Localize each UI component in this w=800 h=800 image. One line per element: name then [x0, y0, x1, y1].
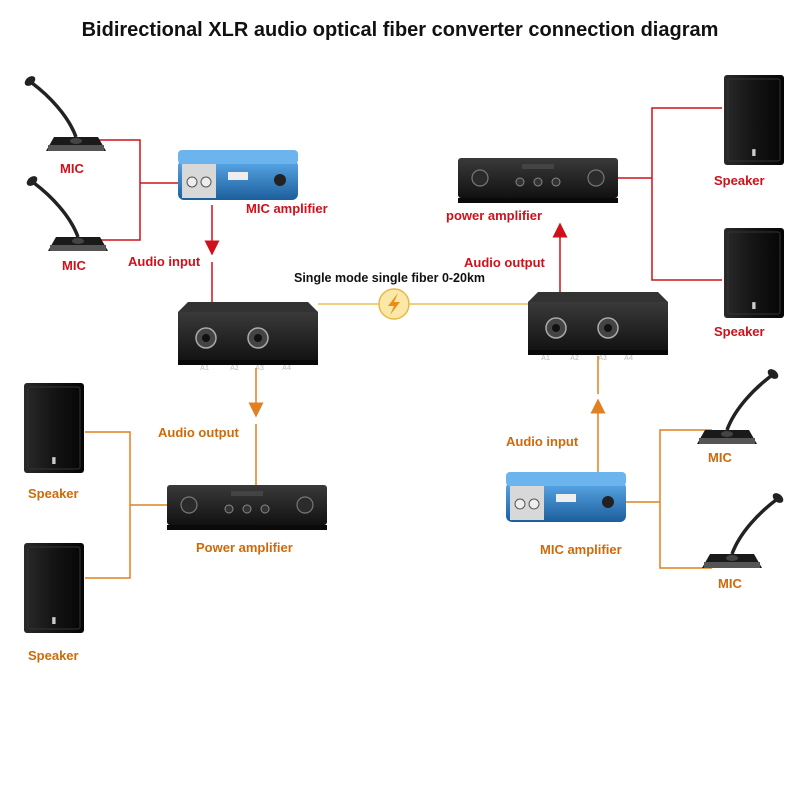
left-power-amplifier-icon: [166, 484, 328, 531]
right-port-a1: A1: [541, 355, 550, 362]
right-speaker-bottom-label: Speaker: [714, 324, 765, 339]
left-speaker-top-label: Speaker: [28, 486, 79, 501]
left-port-a1: A1: [200, 365, 209, 372]
right-mic-top-label: MIC: [708, 450, 732, 465]
right-speaker-bottom-icon: [723, 227, 785, 319]
left-mic-amplifier-icon: [177, 149, 299, 201]
left-mic-bottom-label: MIC: [62, 258, 86, 273]
right-speaker-top-icon: [723, 74, 785, 166]
left-speaker-wiring: [85, 431, 131, 579]
right-port-a4: A4: [624, 355, 633, 362]
right-port-a2: A2: [570, 355, 579, 362]
right-audio-input-label: Audio input: [506, 434, 579, 449]
left-speaker-bottom-label: Speaker: [28, 648, 79, 663]
left-mic-top-icon: [21, 72, 108, 153]
left-power-amplifier-label: Power amplifier: [196, 540, 293, 555]
right-speaker-top-label: Speaker: [714, 173, 765, 188]
left-mic-top-label: MIC: [60, 161, 84, 176]
diagram-title: Bidirectional XLR audio optical fiber co…: [82, 19, 719, 41]
right-power-amplifier-label: power amplifier: [446, 208, 542, 223]
fiber-label: Single mode single fiber 0-20km: [294, 271, 485, 285]
right-mic-top-icon: [695, 365, 782, 446]
left-audio-input-label: Audio input: [128, 254, 201, 269]
left-mic-wiring: [80, 139, 141, 241]
right-speaker-wiring: [651, 107, 722, 281]
left-mic-bottom-icon: [23, 172, 110, 253]
right-power-amplifier-icon: [457, 157, 619, 204]
left-audio-output-label: Audio output: [158, 425, 240, 440]
right-audio-output-label: Audio output: [464, 255, 546, 270]
right-mic-amplifier-icon: [505, 471, 627, 523]
right-mic-wiring: [659, 429, 712, 569]
left-port-a3: A3: [255, 365, 264, 372]
right-fiber-converter-icon: [527, 291, 669, 356]
left-fiber-converter-icon: [177, 301, 319, 366]
fiber-lightning-icon: [378, 288, 410, 320]
left-speaker-bottom-icon: [23, 542, 85, 634]
left-port-a2: A2: [230, 365, 239, 372]
right-port-a3: A3: [598, 355, 607, 362]
left-speaker-top-icon: [23, 382, 85, 474]
left-mic-amplifier-label: MIC amplifier: [246, 201, 328, 216]
right-mic-amplifier-label: MIC amplifier: [540, 542, 622, 557]
right-mic-bottom-icon: [700, 489, 787, 570]
left-port-a4: A4: [282, 365, 291, 372]
right-mic-bottom-label: MIC: [718, 576, 742, 591]
